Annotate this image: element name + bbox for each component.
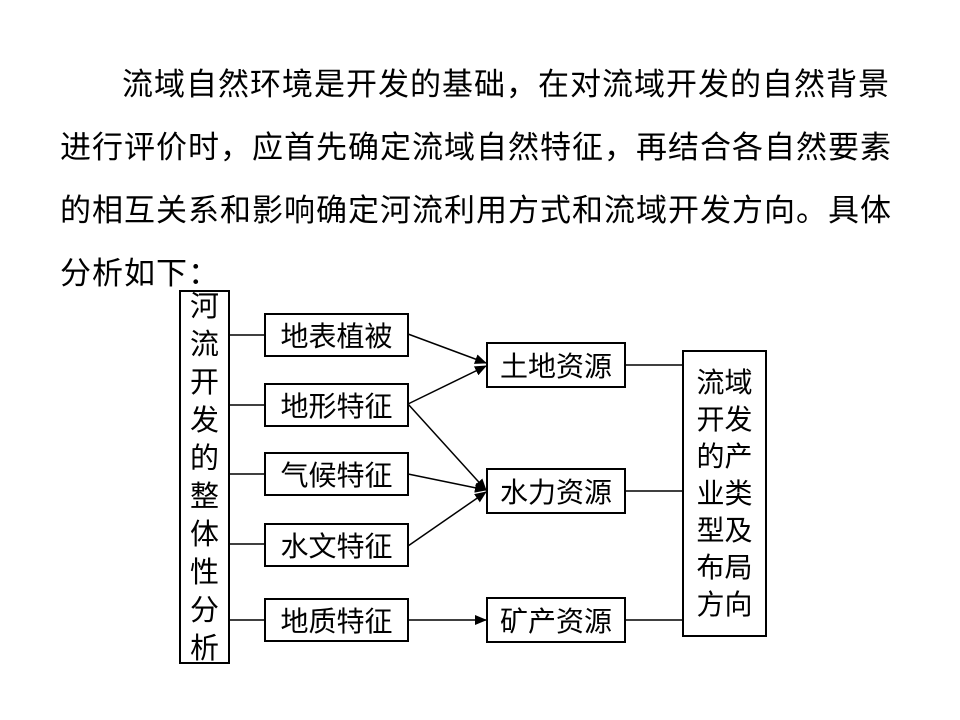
resource-hydro-box: 水力资源 — [486, 468, 626, 514]
char: 分 — [189, 593, 219, 627]
char: 河 — [189, 289, 219, 323]
char: 整 — [189, 479, 219, 513]
development-direction-text: 流域开发的产业类型及布局方向 — [696, 366, 753, 621]
arrow-terrain-hydro — [407, 403, 487, 491]
factor-geology-box: 地质特征 — [264, 598, 409, 642]
intro-paragraph: 流域自然环境是开发的基础，在对流域开发的自然背景进行评价时，应首先确定流域自然特… — [60, 67, 892, 292]
factor-climate-box: 气候特征 — [264, 452, 409, 496]
development-direction-box: 流域开发的产业类型及布局方向 — [682, 350, 767, 637]
char: 的 — [189, 441, 219, 475]
arrow-climate-hydro — [407, 473, 487, 493]
char: 流 — [189, 327, 219, 361]
char: 性 — [189, 555, 219, 589]
arrow-vegetation-land — [407, 333, 487, 364]
char: 发 — [189, 403, 219, 437]
resource-land-box: 土地资源 — [486, 342, 626, 388]
factor-hydrology-box: 水文特征 — [264, 523, 409, 567]
resource-mineral-box: 矿产资源 — [486, 597, 626, 643]
arrow-terrain-land — [407, 365, 487, 405]
factor-vegetation-box: 地表植被 — [264, 313, 409, 357]
char: 析 — [189, 631, 219, 665]
river-development-analysis-box: 河 流 开 发 的 整 体 性 分 析 — [179, 289, 230, 665]
char: 开 — [189, 365, 219, 399]
char: 体 — [189, 517, 219, 551]
factor-terrain-box: 地形特征 — [264, 383, 409, 427]
arrow-hydrology-hydro — [407, 491, 487, 547]
